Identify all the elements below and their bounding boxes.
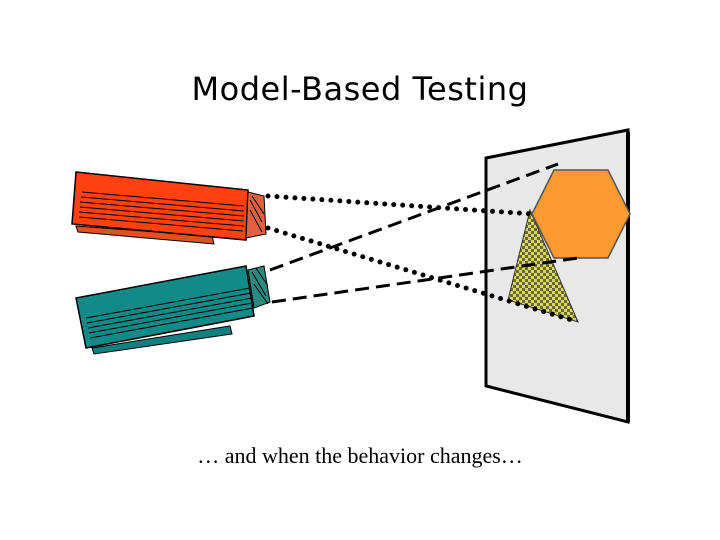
projector-icon xyxy=(71,171,267,245)
dotted-beams xyxy=(265,193,581,325)
projector-icon xyxy=(75,265,271,355)
hexagon-shape xyxy=(531,169,631,259)
dashed-beams xyxy=(269,162,579,304)
slide-title: Model-Based Testing xyxy=(191,70,529,108)
slide-caption: … and when the behavior changes… xyxy=(197,443,523,468)
